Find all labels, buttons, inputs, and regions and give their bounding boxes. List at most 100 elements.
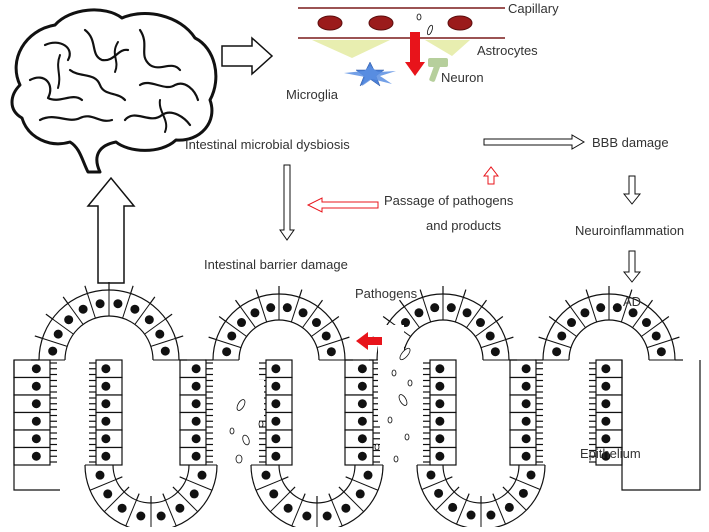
dysbiosis-to-barrier-arrow — [279, 164, 295, 241]
cell-nucleus — [435, 451, 445, 461]
cell-nucleus — [48, 346, 58, 356]
cell-nucleus — [191, 434, 201, 444]
villus-top-cell-wall — [150, 337, 176, 347]
pathogens-group — [229, 347, 413, 464]
microvillus — [538, 336, 547, 341]
villus-top-cell-wall — [42, 337, 68, 347]
astrocyte-endfoot — [425, 40, 470, 56]
villus-top-inner — [568, 319, 650, 361]
cell-nucleus — [191, 416, 201, 426]
microvillus — [328, 493, 333, 501]
cell-nucleus — [191, 451, 201, 461]
cell-nucleus — [521, 434, 531, 444]
cell-nucleus — [357, 434, 367, 444]
crypt-bottom-cell-wall — [456, 499, 467, 525]
cell-nucleus — [311, 318, 321, 328]
cell-nucleus — [526, 470, 536, 480]
crypt-bottom-cell-wall — [331, 499, 343, 527]
pathogen — [416, 13, 422, 21]
passage-label-line2: and products — [426, 218, 502, 233]
cell-nucleus — [462, 308, 472, 318]
cell-nucleus — [237, 318, 247, 328]
cell-nucleus — [601, 416, 611, 426]
dysbiosis-to-bbb-arrow — [483, 134, 585, 150]
crypt-bottom-cell-wall — [343, 491, 365, 513]
cell-nucleus — [103, 489, 113, 499]
cell-nucleus — [144, 315, 154, 325]
villus-top-cell-wall — [225, 320, 247, 337]
cell-nucleus — [95, 299, 105, 309]
pathogen-passage-arrow — [356, 332, 382, 350]
cell-nucleus — [227, 331, 237, 341]
microvillus — [462, 289, 467, 298]
cell-nucleus — [250, 308, 260, 318]
microvillus — [298, 289, 303, 298]
barrier-gaps — [246, 325, 404, 425]
crypt-bottom-cell-wall — [255, 479, 283, 491]
microvillus — [399, 299, 405, 307]
villus-top-cell-wall — [122, 293, 132, 319]
cell-nucleus — [130, 304, 140, 314]
cell-nucleus — [448, 502, 458, 512]
cell-nucleus — [101, 416, 111, 426]
villus-top-cell-wall — [480, 339, 506, 349]
cell-nucleus — [197, 470, 207, 480]
capillary-label: Capillary — [508, 1, 559, 16]
cell-nucleus — [580, 308, 590, 318]
microvillus — [382, 316, 390, 322]
cell-nucleus — [518, 488, 528, 498]
microvillus — [445, 476, 453, 481]
microvillus — [453, 486, 460, 493]
villus-top-cell-wall — [555, 320, 577, 337]
cell-nucleus — [401, 318, 411, 328]
microvillus — [218, 316, 226, 322]
bbb-damage-label: BBB damage — [592, 135, 669, 150]
neuron-label: Neuron — [441, 70, 484, 85]
cell-nucleus — [155, 329, 165, 339]
microvillus — [481, 299, 487, 307]
villus-top-cell-wall — [588, 297, 598, 323]
pathogens-label: Pathogens — [355, 286, 418, 301]
crypt-bottom-cell-wall — [177, 491, 199, 513]
cell-nucleus — [341, 503, 351, 513]
intestinal-epithelium — [13, 282, 701, 532]
cell-nucleus — [271, 399, 281, 409]
gut-left-foot — [13, 465, 60, 491]
microvillus — [84, 285, 88, 294]
microvillus — [281, 476, 289, 481]
villus-top-cell-wall — [641, 320, 663, 337]
villus-top-cell-wall — [632, 306, 649, 328]
microvillus — [647, 299, 653, 307]
cell-nucleus — [521, 364, 531, 374]
neuroinflammation-label: Neuroinflammation — [575, 223, 685, 238]
microvillus — [419, 289, 424, 298]
microvillus — [509, 476, 517, 481]
neuroinflammation-to-ad-arrow — [622, 250, 642, 283]
cell-nucleus — [191, 399, 201, 409]
villus-top-cell-wall — [290, 297, 300, 323]
ad-label: AD — [623, 294, 642, 309]
cell-nucleus — [283, 503, 293, 513]
cell-nucleus — [31, 399, 41, 409]
cell-nucleus — [222, 347, 232, 357]
cell-nucleus — [435, 416, 445, 426]
microvillus — [338, 486, 345, 493]
cell-nucleus — [435, 364, 445, 374]
cell-nucleus — [282, 303, 292, 313]
cell-nucleus — [430, 303, 440, 313]
microvillus — [255, 289, 260, 298]
cell-nucleus — [271, 434, 281, 444]
cell-nucleus — [31, 381, 41, 391]
cell-nucleus — [156, 511, 166, 521]
cell-nucleus — [521, 399, 531, 409]
barrier-damage-label: Intestinal barrier damage — [204, 257, 348, 272]
crypt-bottom-cell-wall — [165, 499, 177, 527]
villus-top-cell-wall — [134, 303, 151, 325]
cell-nucleus — [435, 434, 445, 444]
cell-nucleus — [612, 303, 622, 313]
cell-nucleus — [446, 303, 456, 313]
villus-top-inner — [64, 315, 154, 361]
passage-label-line1: Passage of pathogens — [384, 193, 514, 208]
villus-top-cell-wall — [475, 320, 497, 337]
villus-top-cell-wall — [569, 306, 586, 328]
